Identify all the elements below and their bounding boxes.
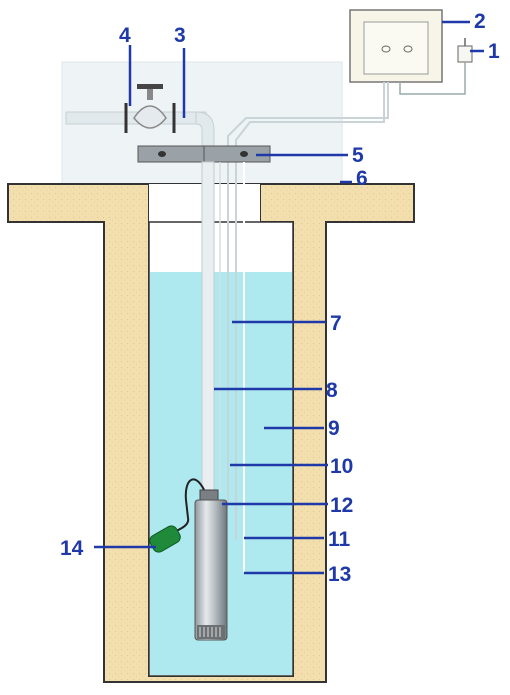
power-cable (399, 62, 466, 95)
leader-lines (94, 20, 484, 575)
label-13: 13 (328, 563, 351, 586)
gate-valve-icon (124, 84, 176, 133)
sensor-cable (235, 82, 385, 540)
control-box-icon (349, 9, 443, 83)
float-cable (169, 478, 207, 535)
label-5: 5 (352, 144, 364, 167)
pump-cable (227, 82, 389, 508)
submersible-pump-icon (194, 489, 228, 641)
label-2: 2 (474, 10, 486, 33)
label-11: 11 (328, 528, 351, 551)
electric-plug-icon (457, 38, 473, 63)
label-4: 4 (119, 24, 131, 47)
label-1: 1 (488, 40, 500, 63)
label-14: 14 (60, 537, 84, 560)
label-6: 6 (356, 167, 368, 190)
label-9: 9 (328, 417, 340, 440)
well-head-plate (137, 145, 271, 163)
riser-pipe (201, 161, 215, 493)
label-10: 10 (330, 455, 353, 478)
label-12: 12 (330, 494, 353, 517)
label-8: 8 (326, 379, 338, 402)
label-7: 7 (330, 312, 342, 335)
label-3: 3 (174, 24, 186, 47)
